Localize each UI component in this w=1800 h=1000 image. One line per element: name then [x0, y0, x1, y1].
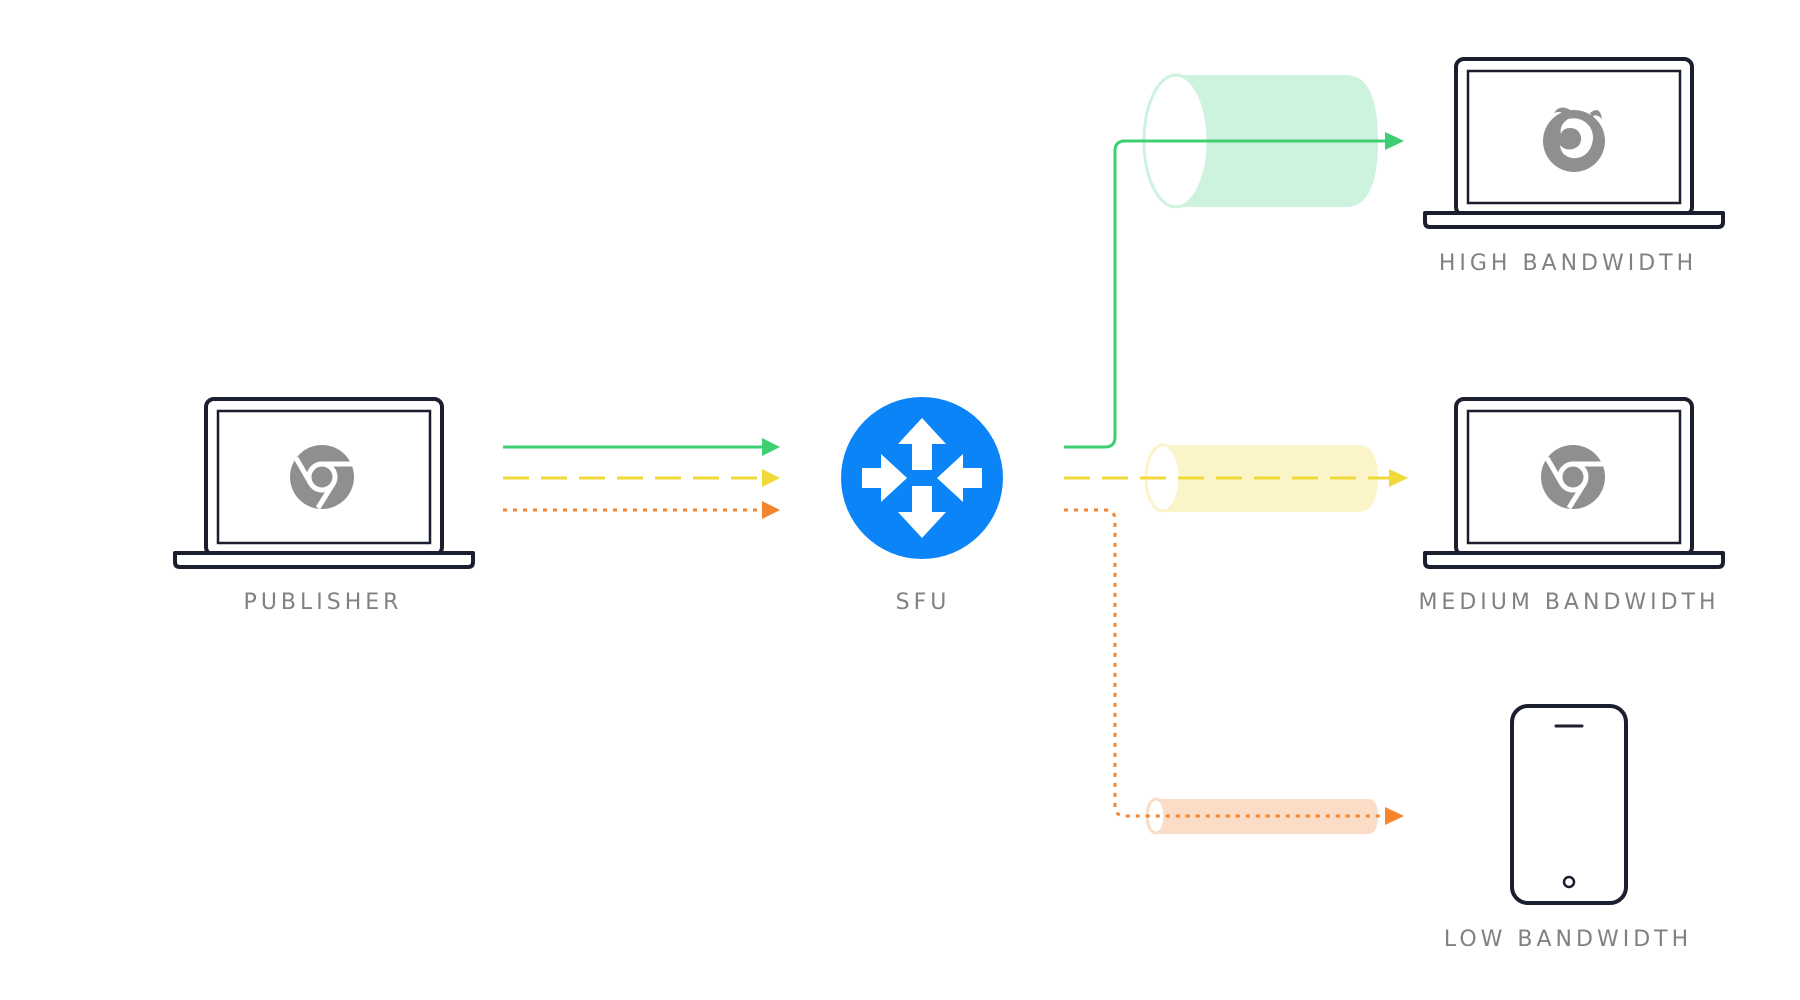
medium-bandwidth-label: MEDIUM BANDWIDTH	[1418, 590, 1719, 615]
firefox-icon	[1543, 107, 1605, 172]
chrome-icon	[1541, 445, 1605, 510]
medium-stream-out-arrowhead	[1389, 469, 1408, 487]
medium-stream-in-arrowhead	[762, 469, 780, 487]
low-stream-out-arrowhead	[1385, 807, 1404, 825]
low-bandwidth-phone	[1510, 704, 1628, 905]
sfu-label: SFU	[896, 590, 951, 615]
subscriber-streams	[1064, 132, 1408, 825]
high-stream-out	[1064, 139, 1385, 449]
sfu-router-icon	[862, 418, 982, 538]
chrome-icon	[290, 445, 354, 510]
high-bandwidth-laptop	[1423, 57, 1725, 229]
high-stream-out-arrowhead	[1385, 132, 1404, 150]
low-bandwidth-label: LOW BANDWIDTH	[1444, 927, 1692, 952]
low-stream-out	[1064, 508, 1385, 818]
publisher-laptop	[173, 397, 475, 569]
low-stream-in-arrowhead	[762, 501, 780, 519]
publisher-label: PUBLISHER	[244, 590, 403, 615]
publisher-streams	[503, 438, 780, 519]
low-bandwidth-pipe	[1145, 797, 1378, 835]
high-bandwidth-label: HIGH BANDWIDTH	[1439, 251, 1697, 276]
high-stream-in-arrowhead	[762, 438, 780, 456]
smartphone-icon	[1510, 704, 1628, 905]
sfu-node	[841, 397, 1003, 559]
medium-bandwidth-laptop	[1423, 397, 1725, 569]
